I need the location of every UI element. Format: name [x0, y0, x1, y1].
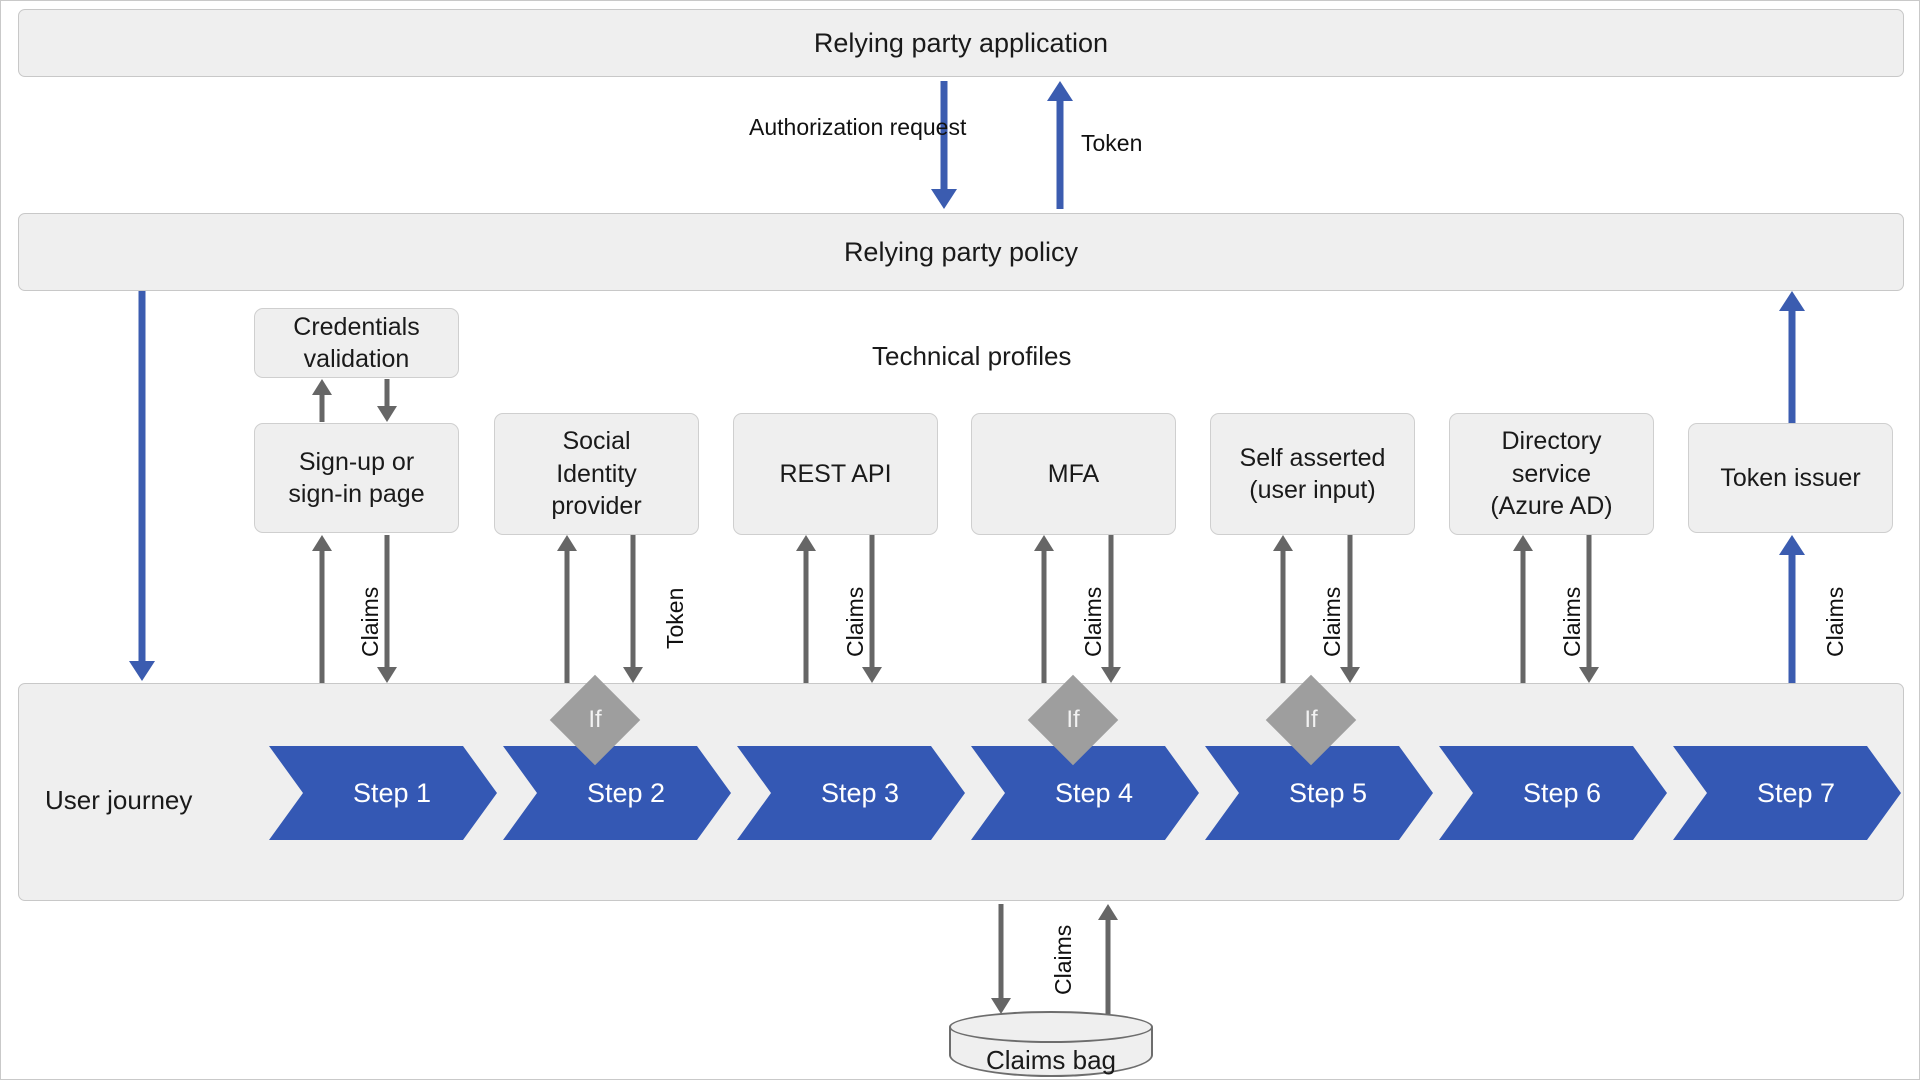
technical-profiles-title: Technical profiles — [872, 341, 1072, 371]
step-5-label: Step 5 — [1288, 777, 1368, 808]
authorization-request-label: Authorization request — [749, 113, 967, 142]
sign-up-claims-down-arrow — [377, 535, 397, 683]
directory-service-claims-up-arrow — [1513, 535, 1533, 683]
sign-up-claims-text: Claims — [357, 586, 383, 657]
technical-profile-directory-service[interactable]: Directory service (Azure AD) — [1449, 413, 1654, 535]
mfa-claims-label: Claims — [1079, 587, 1108, 657]
user-journey-label: User journey — [45, 785, 193, 815]
user-journey-step-1[interactable]: Step 1 — [269, 746, 497, 840]
credentials-validation-line-2: validation — [303, 345, 410, 373]
credentials-validation-up-arrow — [312, 379, 332, 422]
mfa-claims-text: Claims — [1080, 586, 1106, 657]
if-step-4-label: If — [1066, 706, 1080, 733]
rest-api-claims-label: Claims — [841, 587, 870, 657]
technical-profile-mfa[interactable]: MFA — [971, 413, 1176, 535]
token-issuer-claims-up-arrow — [1779, 535, 1805, 683]
technical-profile-social-identity-provider[interactable]: Social Identity provider — [494, 413, 699, 535]
if-step-2-label: If — [588, 706, 602, 733]
self-asserted-line-1: Self asserted — [1239, 443, 1386, 472]
technical-profile-token-issuer[interactable]: Token issuer — [1688, 423, 1893, 533]
claims-bag-label: Claims bag — [985, 1045, 1117, 1075]
sign-up-claims-up-arrow — [312, 535, 332, 683]
social-idp-line-1: Social — [562, 427, 631, 456]
relying-party-policy-band: Relying party policy — [18, 213, 1904, 291]
if-step-5-label: If — [1304, 706, 1318, 733]
claims-bag-up-arrow — [1098, 904, 1118, 1014]
technical-profile-self-asserted[interactable]: Self asserted (user input) — [1210, 413, 1415, 535]
user-journey-step-7[interactable]: Step 7 — [1673, 746, 1901, 840]
mfa-claims-up-arrow — [1034, 535, 1054, 683]
condition-if-step-5[interactable]: If — [1265, 674, 1357, 766]
directory-service-line-1: Directory — [1501, 427, 1602, 456]
rest-api-claims-down-arrow — [862, 535, 882, 683]
social-idp-token-down-arrow — [623, 535, 643, 683]
token-issuer-to-policy-arrow — [1779, 291, 1805, 423]
condition-if-step-4[interactable]: If — [1027, 674, 1119, 766]
user-journey-step-5[interactable]: Step 5 — [1205, 746, 1433, 840]
step-2-label: Step 2 — [586, 777, 666, 808]
relying-party-application-band: Relying party application — [18, 9, 1904, 77]
claims-bag-top-ellipse — [949, 1011, 1153, 1043]
token-text-to-app: Token — [1081, 130, 1143, 156]
mfa-claims-down-arrow — [1101, 535, 1121, 683]
user-journey-step-3[interactable]: Step 3 — [737, 746, 965, 840]
claims-bag-flow-label: Claims — [1049, 925, 1078, 995]
claims-bag-cylinder[interactable]: Claims bag — [949, 1011, 1153, 1077]
mfa-line-1: MFA — [1047, 459, 1100, 488]
social-idp-token-text: Token — [662, 587, 688, 649]
relying-party-application-label: Relying party application — [813, 27, 1109, 58]
token-issuer-claims-label: Claims — [1821, 587, 1850, 657]
step-3-label: Step 3 — [820, 777, 900, 808]
condition-if-step-2[interactable]: If — [549, 674, 641, 766]
user-journey-step-4[interactable]: Step 4 — [971, 746, 1199, 840]
directory-service-claims-label: Claims — [1558, 587, 1587, 657]
step-4-label: Step 4 — [1054, 777, 1134, 808]
social-idp-line-2: Identity — [556, 459, 637, 488]
rest-api-line-1: REST API — [779, 459, 892, 488]
user-journey-step-2[interactable]: Step 2 — [503, 746, 731, 840]
sign-up-claims-label: Claims — [356, 587, 385, 657]
credentials-validation-down-arrow — [377, 379, 397, 422]
authorization-request-text: Authorization request — [749, 114, 967, 140]
step-7-label: Step 7 — [1756, 777, 1836, 808]
social-idp-up-arrow — [557, 535, 577, 683]
user-journey-step-6[interactable]: Step 6 — [1439, 746, 1667, 840]
token-issuer-line-1: Token issuer — [1720, 463, 1861, 492]
directory-service-line-2: service — [1511, 459, 1592, 488]
technical-profile-rest-api[interactable]: REST API — [733, 413, 938, 535]
self-asserted-claims-down-arrow — [1340, 535, 1360, 683]
self-asserted-line-2: (user input) — [1249, 476, 1376, 504]
technical-profile-credentials-validation[interactable]: Credentials validation — [254, 308, 459, 378]
token-arrow-to-app — [1047, 81, 1073, 209]
directory-service-claims-down-arrow — [1579, 535, 1599, 683]
self-asserted-claims-up-arrow — [1273, 535, 1293, 683]
sign-up-line-1: Sign-up or — [298, 447, 415, 476]
relying-party-policy-label: Relying party policy — [843, 236, 1079, 267]
credentials-validation-line-1: Credentials — [293, 312, 420, 341]
step-6-label: Step 6 — [1522, 777, 1602, 808]
token-label-to-app: Token — [1081, 129, 1142, 158]
claims-bag-down-arrow — [991, 904, 1011, 1014]
rest-api-claims-up-arrow — [796, 535, 816, 683]
social-idp-line-3: provider — [551, 492, 642, 521]
self-asserted-claims-label: Claims — [1318, 587, 1347, 657]
authorization-request-arrow — [931, 81, 957, 209]
step-1-label: Step 1 — [352, 777, 432, 808]
directory-service-line-3: (Azure AD) — [1490, 492, 1613, 521]
policy-to-user-journey-arrow — [129, 291, 155, 681]
claims-bag-flow-text: Claims — [1050, 924, 1076, 995]
token-issuer-claims-text: Claims — [1822, 586, 1848, 657]
social-idp-token-label: Token — [661, 588, 690, 649]
directory-service-claims-text: Claims — [1559, 586, 1585, 657]
sign-up-line-2: sign-in page — [288, 480, 425, 508]
self-asserted-claims-text: Claims — [1319, 586, 1345, 657]
technical-profile-sign-up-or-sign-in-page[interactable]: Sign-up or sign-in page — [254, 423, 459, 533]
rest-api-claims-text: Claims — [842, 586, 868, 657]
